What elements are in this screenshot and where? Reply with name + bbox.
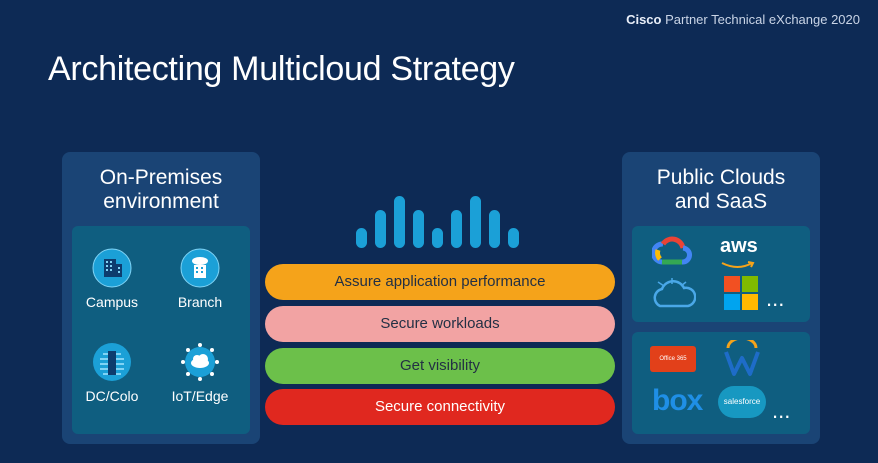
salesforce-logo: salesforce <box>718 386 766 418</box>
site-campus: Campus <box>72 248 152 310</box>
on-premises-panel: On-Premises environment Campu <box>62 152 260 444</box>
site-iot-edge-label: IoT/Edge <box>171 388 229 404</box>
on-premises-sites: Campus Branch <box>72 226 250 434</box>
workday-logo <box>724 340 760 376</box>
datacenter-icon <box>92 342 132 382</box>
site-iot-edge: IoT/Edge <box>160 342 240 404</box>
ibm-cloud-logo <box>653 278 696 308</box>
public-clouds-panel: Public Clouds and SaaS aws ... <box>622 152 820 444</box>
brand-cisco: Cisco <box>626 12 662 27</box>
site-dc-colo: DC/Colo <box>72 342 152 404</box>
site-campus-label: Campus <box>85 294 139 310</box>
office365-text: Office 365 <box>659 356 687 362</box>
aws-logo: aws <box>720 236 760 274</box>
saas-providers: Office 365 box salesforce ... <box>632 332 810 434</box>
microsoft-logo <box>724 276 758 310</box>
salesforce-text: salesforce <box>723 397 761 406</box>
cisco-bars-logo <box>356 196 519 248</box>
pillar-get-visibility: Get visibility <box>265 348 615 384</box>
on-premises-title-line1: On-Premises <box>99 166 223 189</box>
on-premises-title-line2: environment <box>103 190 219 213</box>
on-premises-title: On-Premises environment <box>62 166 260 214</box>
brand-event-name: Partner Technical eXchange 2020 <box>661 12 860 27</box>
public-clouds-title-line2: and SaaS <box>674 190 768 213</box>
aws-text: aws <box>720 235 758 257</box>
cloud-more-ellipsis: ... <box>766 286 785 311</box>
office365-logo: Office 365 <box>650 346 696 372</box>
site-branch-label: Branch <box>177 294 223 310</box>
aws-smile-icon <box>721 261 755 268</box>
pillar-secure-connectivity: Secure connectivity <box>265 389 615 425</box>
google-cloud-logo <box>652 236 692 265</box>
pillar-assure-performance: Assure application performance <box>265 264 615 300</box>
public-clouds-title: Public Clouds and SaaS <box>622 166 820 214</box>
slide-title: Architecting Multicloud Strategy <box>48 50 515 88</box>
site-dc-colo-label: DC/Colo <box>85 388 139 404</box>
public-clouds-title-line1: Public Clouds <box>656 166 786 189</box>
cloud-providers: aws ... <box>632 226 810 322</box>
campus-building-icon <box>92 248 132 288</box>
iot-edge-icon <box>180 342 220 382</box>
pillar-secure-workloads: Secure workloads <box>265 306 615 342</box>
box-logo: box <box>652 384 703 417</box>
saas-more-ellipsis: ... <box>772 398 791 423</box>
event-brand: Cisco Partner Technical eXchange 2020 <box>626 12 860 27</box>
branch-building-icon <box>180 248 220 288</box>
site-branch: Branch <box>160 248 240 310</box>
